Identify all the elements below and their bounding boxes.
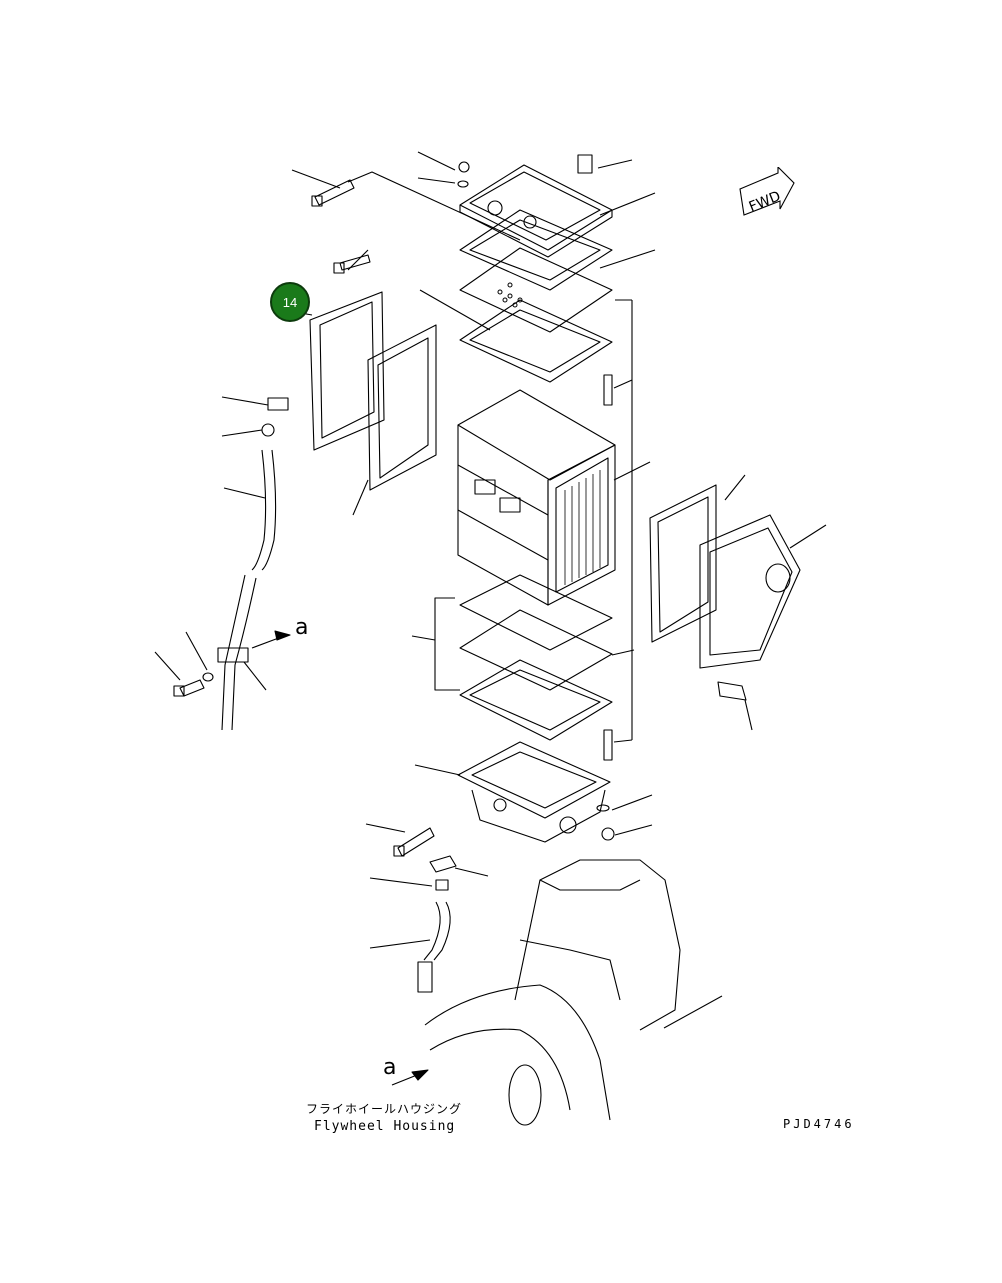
top-cover — [311, 154, 613, 274]
caption-japanese: フライホイールハウジング — [306, 1102, 463, 1116]
fwd-label: FWD — [747, 188, 783, 215]
detail-marker-a-lower: a — [383, 1055, 397, 1080]
fwd-arrow-icon: FWD — [739, 167, 795, 216]
lower-gaskets — [459, 574, 613, 741]
detail-marker-a: a — [295, 615, 309, 640]
caption-english: Flywheel Housing — [314, 1119, 456, 1134]
gasket-stack — [459, 209, 613, 383]
hoses — [173, 449, 451, 993]
side-cover-left — [261, 291, 437, 491]
flywheel-housing — [424, 859, 681, 1126]
side-cover-right — [649, 484, 801, 701]
detail-arrows — [251, 630, 429, 1086]
core-block — [457, 374, 616, 761]
bottom-tank — [393, 741, 615, 873]
drawing-id: PJD4746 — [783, 1117, 855, 1131]
callout-badge-14[interactable]: 14 — [270, 282, 310, 322]
